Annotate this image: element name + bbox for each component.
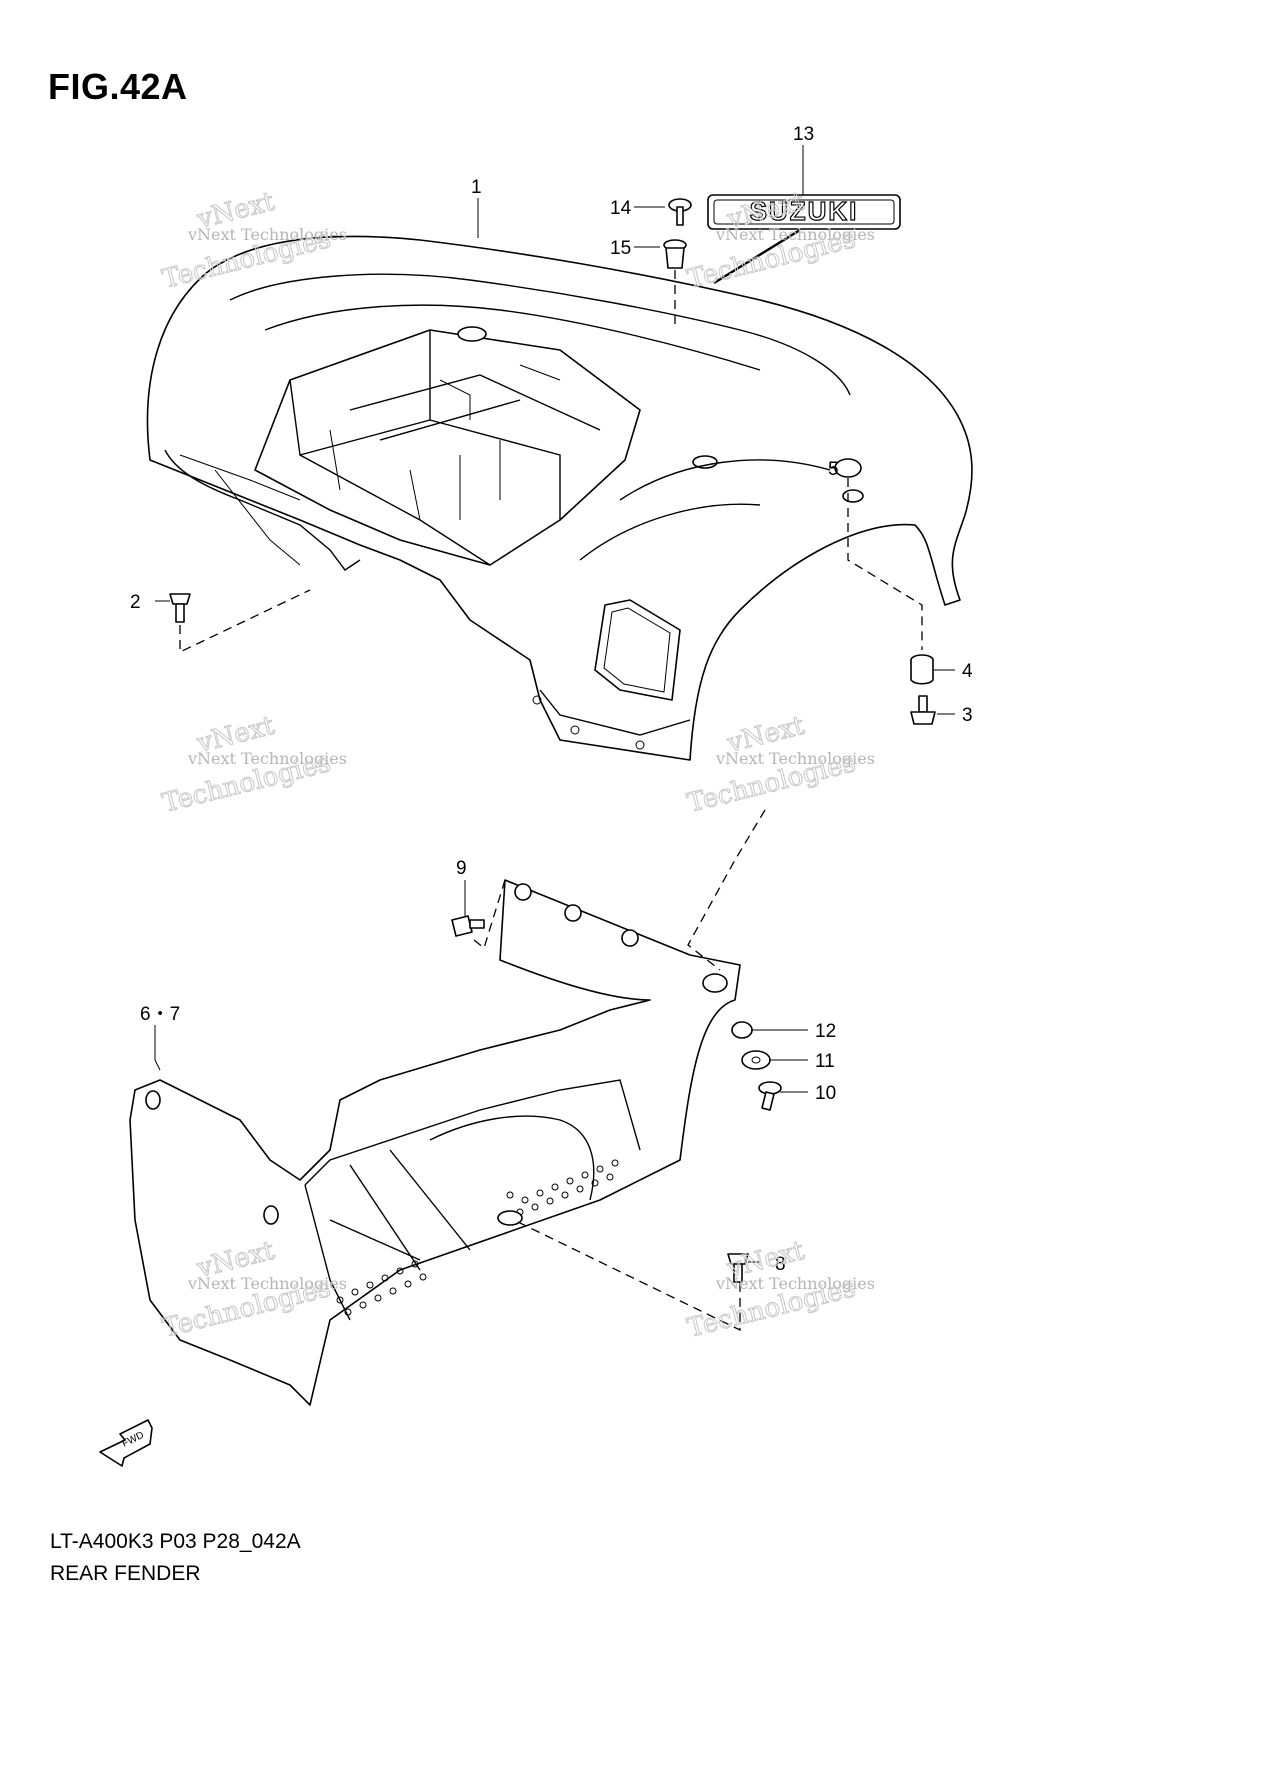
perforated-step-left	[336, 1260, 427, 1316]
leader-lines	[154, 145, 955, 1332]
watermark-4: vNext vNext Technologies Technologies	[684, 710, 875, 819]
callout-15: 15	[610, 238, 631, 259]
callout-2: 2	[130, 592, 141, 613]
bolt-2	[169, 593, 191, 623]
rear-fender-body	[146, 235, 973, 761]
model-code: LT-A400K3 P03 P28_042A	[50, 1530, 301, 1553]
callout-5: 5	[828, 459, 839, 480]
callout-6-7: 6・7	[140, 1004, 180, 1025]
svg-text:vNext Technologies: vNext Technologies	[187, 1274, 347, 1293]
suzuki-emblem	[707, 194, 901, 230]
washer-11	[741, 1050, 771, 1070]
bolt-9	[451, 915, 485, 937]
collar-15	[663, 239, 687, 269]
svg-text:vNext Technologies: vNext Technologies	[187, 225, 347, 244]
svg-text:vNext Technologies: vNext Technologies	[715, 1274, 875, 1293]
emblem-text: SUZUKI	[750, 196, 859, 226]
watermark-6: vNext vNext Technologies Technologies	[684, 1235, 875, 1344]
callout-14: 14	[610, 198, 632, 219]
callout-3: 3	[962, 705, 973, 726]
callout-4: 4	[962, 661, 973, 682]
callout-10: 10	[815, 1083, 836, 1104]
callout-12: 12	[815, 1021, 836, 1042]
spacer-4	[910, 654, 934, 685]
callout-13: 13	[793, 124, 814, 145]
callout-numbers: 1 2 3 4 5 6・7 8 9 10 11 12 13 14 15	[130, 124, 973, 1275]
svg-text:vNext Technologies: vNext Technologies	[715, 749, 875, 768]
bolt-8	[727, 1253, 749, 1283]
figure-title: FIG.42A	[48, 66, 188, 107]
footrest-panel	[129, 879, 741, 1406]
watermark-3: vNext vNext Technologies Technologies	[159, 710, 347, 819]
fwd-arrow-icon: FWD	[99, 1419, 153, 1467]
callout-8: 8	[775, 1254, 786, 1275]
section-name: REAR FENDER	[50, 1562, 201, 1585]
callout-9: 9	[456, 858, 467, 879]
screw-10	[758, 1081, 782, 1111]
grommet-5	[834, 458, 862, 478]
svg-text:vNext Technologies: vNext Technologies	[715, 225, 875, 244]
callout-1: 1	[471, 177, 482, 198]
nut-12	[731, 1021, 753, 1039]
svg-text:vNext Technologies: vNext Technologies	[187, 749, 347, 768]
bolt-3	[910, 695, 936, 725]
callout-11: 11	[815, 1051, 835, 1072]
screw-14	[668, 198, 692, 226]
